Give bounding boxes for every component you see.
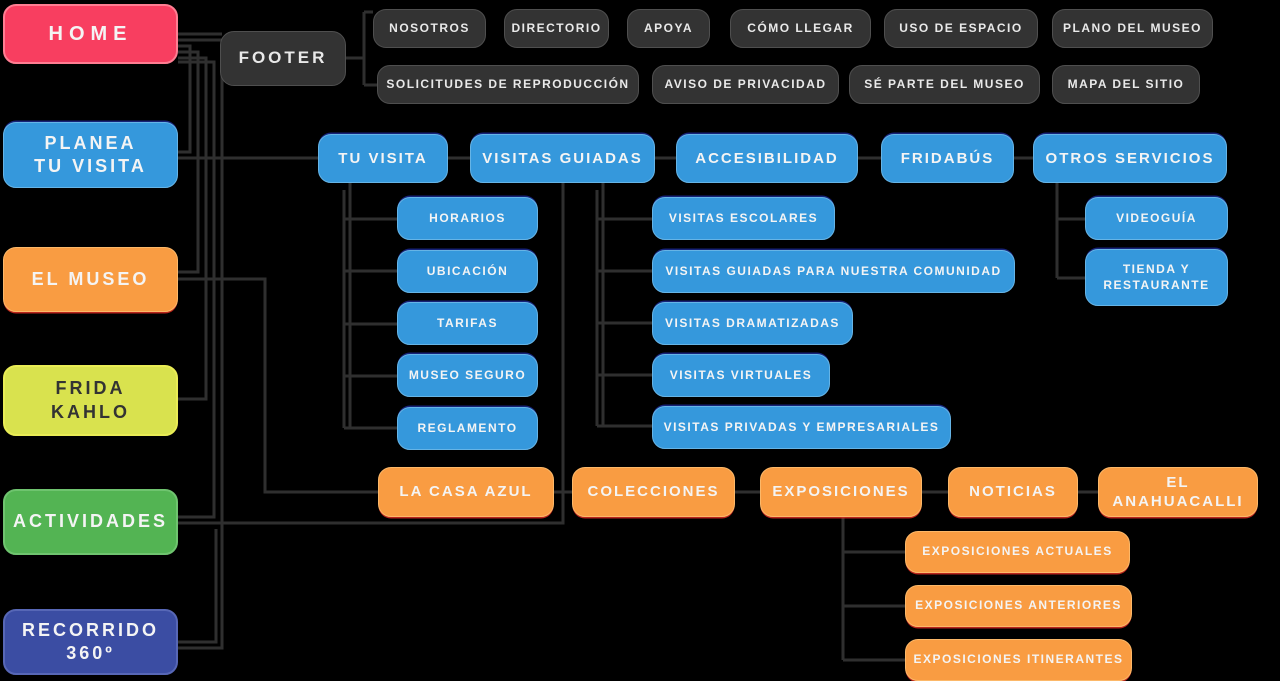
node-label: PLANEA TU VISITA (34, 132, 147, 176)
node-actividades[interactable]: ACTIVIDADES (3, 489, 178, 555)
node-visitas-comunidad[interactable]: VISITAS GUIADAS PARA NUESTRA COMUNIDAD (652, 250, 1015, 293)
node-label: FRIDABÚS (900, 149, 995, 167)
node-label: EXPOSICIONES (772, 483, 910, 501)
node-exposiciones-actuales[interactable]: EXPOSICIONES ACTUALES (905, 531, 1130, 573)
node-label: ACCESIBILIDAD (695, 149, 839, 167)
node-label: DIRECTORIO (511, 20, 602, 35)
node-label: TARIFAS (437, 315, 498, 330)
node-exposiciones[interactable]: EXPOSICIONES (760, 467, 922, 517)
node-footer-plano-del-museo[interactable]: PLANO DEL MUSEO (1052, 9, 1213, 48)
node-videoguia[interactable]: VIDEOGUÍA (1085, 197, 1228, 240)
node-ubicacion[interactable]: UBICACIÓN (397, 250, 538, 293)
node-label: SÉ PARTE DEL MUSEO (864, 76, 1025, 91)
node-label: COLECCIONES (587, 483, 720, 501)
node-museo-seguro[interactable]: MUSEO SEGURO (397, 354, 538, 397)
node-label: USO DE ESPACIO (899, 20, 1023, 35)
node-label: ACTIVIDADES (12, 511, 168, 532)
node-label: VISITAS DRAMATIZADAS (665, 315, 840, 330)
node-label: EL ANAHUACALLI (1112, 473, 1244, 511)
node-exposiciones-itinerantes[interactable]: EXPOSICIONES ITINERANTES (905, 639, 1132, 681)
node-label: RECORRIDO 360º (21, 619, 159, 663)
node-label: HORARIOS (429, 210, 506, 225)
node-label: EXPOSICIONES ITINERANTES (913, 652, 1124, 667)
node-tienda-restaurante[interactable]: TIENDA Y RESTAURANTE (1085, 249, 1228, 306)
node-footer-aviso-privacidad[interactable]: AVISO DE PRIVACIDAD (652, 65, 839, 104)
node-fridabus[interactable]: FRIDABÚS (881, 134, 1014, 183)
node-horarios[interactable]: HORARIOS (397, 197, 538, 240)
node-accesibilidad[interactable]: ACCESIBILIDAD (676, 134, 858, 183)
node-label: VISITAS ESCOLARES (668, 210, 819, 225)
node-label: REGLAMENTO (417, 420, 518, 435)
node-frida-kahlo[interactable]: FRIDA KAHLO (3, 365, 178, 436)
node-label: AVISO DE PRIVACIDAD (664, 76, 827, 91)
node-footer-directorio[interactable]: DIRECTORIO (504, 9, 609, 48)
node-home[interactable]: HOME (3, 4, 178, 64)
node-label: EXPOSICIONES ANTERIORES (915, 598, 1122, 613)
node-footer-mapa-del-sitio[interactable]: MAPA DEL SITIO (1052, 65, 1200, 104)
node-footer-nosotros[interactable]: NOSOTROS (373, 9, 486, 48)
node-label: TIENDA Y RESTAURANTE (1103, 261, 1210, 292)
node-colecciones[interactable]: COLECCIONES (572, 467, 735, 517)
node-la-casa-azul[interactable]: LA CASA AZUL (378, 467, 554, 517)
node-tu-visita[interactable]: TU VISITA (318, 134, 448, 183)
node-label: VISITAS PRIVADAS Y EMPRESARIALES (663, 419, 940, 434)
node-label: FOOTER (238, 48, 328, 68)
node-label: SOLICITUDES DE REPRODUCCIÓN (386, 76, 630, 91)
node-visitas-virtuales[interactable]: VISITAS VIRTUALES (652, 354, 830, 397)
node-label: NOSOTROS (389, 20, 470, 35)
node-planea-tu-visita[interactable]: PLANEA TU VISITA (3, 122, 178, 188)
node-visitas-privadas[interactable]: VISITAS PRIVADAS Y EMPRESARIALES (652, 406, 951, 449)
node-label: FRIDA KAHLO (51, 378, 130, 422)
node-exposiciones-anteriores[interactable]: EXPOSICIONES ANTERIORES (905, 585, 1132, 627)
node-noticias[interactable]: NOTICIAS (948, 467, 1078, 517)
node-footer-como-llegar[interactable]: CÓMO LLEGAR (730, 9, 871, 48)
node-label: EL MUSEO (31, 268, 150, 289)
node-label: LA CASA AZUL (399, 483, 533, 501)
node-label: VISITAS GUIADAS (482, 149, 643, 167)
node-label: MAPA DEL SITIO (1067, 76, 1185, 91)
node-label: MUSEO SEGURO (408, 367, 527, 382)
node-el-anahuacalli[interactable]: EL ANAHUACALLI (1098, 467, 1258, 517)
node-label: UBICACIÓN (426, 263, 509, 278)
node-recorrido-360[interactable]: RECORRIDO 360º (3, 609, 178, 675)
node-footer-uso-de-espacio[interactable]: USO DE ESPACIO (884, 9, 1038, 48)
node-label: TU VISITA (338, 149, 428, 167)
node-label: VISITAS VIRTUALES (669, 367, 813, 382)
node-label: PLANO DEL MUSEO (1063, 20, 1202, 35)
node-label: CÓMO LLEGAR (747, 20, 854, 35)
node-label: VISITAS GUIADAS PARA NUESTRA COMUNIDAD (665, 263, 1002, 278)
node-footer-apoya[interactable]: APOYA (627, 9, 710, 48)
node-reglamento[interactable]: REGLAMENTO (397, 407, 538, 450)
node-visitas-guiadas[interactable]: VISITAS GUIADAS (470, 134, 655, 183)
node-label: HOME (48, 23, 133, 45)
node-footer-se-parte[interactable]: SÉ PARTE DEL MUSEO (849, 65, 1040, 104)
node-visitas-escolares[interactable]: VISITAS ESCOLARES (652, 197, 835, 240)
node-tarifas[interactable]: TARIFAS (397, 302, 538, 345)
node-label: VIDEOGUÍA (1116, 210, 1197, 225)
node-el-museo[interactable]: EL MUSEO (3, 247, 178, 312)
node-footer-solicitudes[interactable]: SOLICITUDES DE REPRODUCCIÓN (377, 65, 639, 104)
node-label: EXPOSICIONES ACTUALES (922, 544, 1113, 559)
node-label: NOTICIAS (969, 483, 1057, 501)
node-footer[interactable]: FOOTER (220, 31, 346, 86)
node-visitas-dramatizadas[interactable]: VISITAS DRAMATIZADAS (652, 302, 853, 345)
node-otros-servicios[interactable]: OTROS SERVICIOS (1033, 134, 1227, 183)
node-label: APOYA (643, 20, 694, 35)
node-label: OTROS SERVICIOS (1045, 149, 1215, 167)
